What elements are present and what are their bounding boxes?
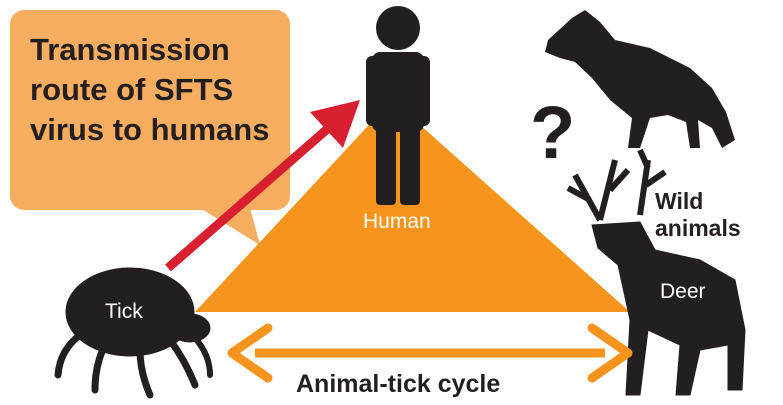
wild-animals-label: Wild animals (655, 188, 741, 242)
human-label: Human (363, 210, 431, 234)
question-mark-icon: ? (530, 91, 575, 174)
tick-silhouette-icon (58, 268, 210, 395)
tick-label: Tick (105, 300, 143, 324)
deer-silhouette-icon (568, 150, 745, 395)
deer-label: Deer (660, 280, 706, 304)
callout-title: Transmission route of SFTS virus to huma… (30, 30, 280, 150)
cycle-label: Animal-tick cycle (296, 370, 500, 399)
